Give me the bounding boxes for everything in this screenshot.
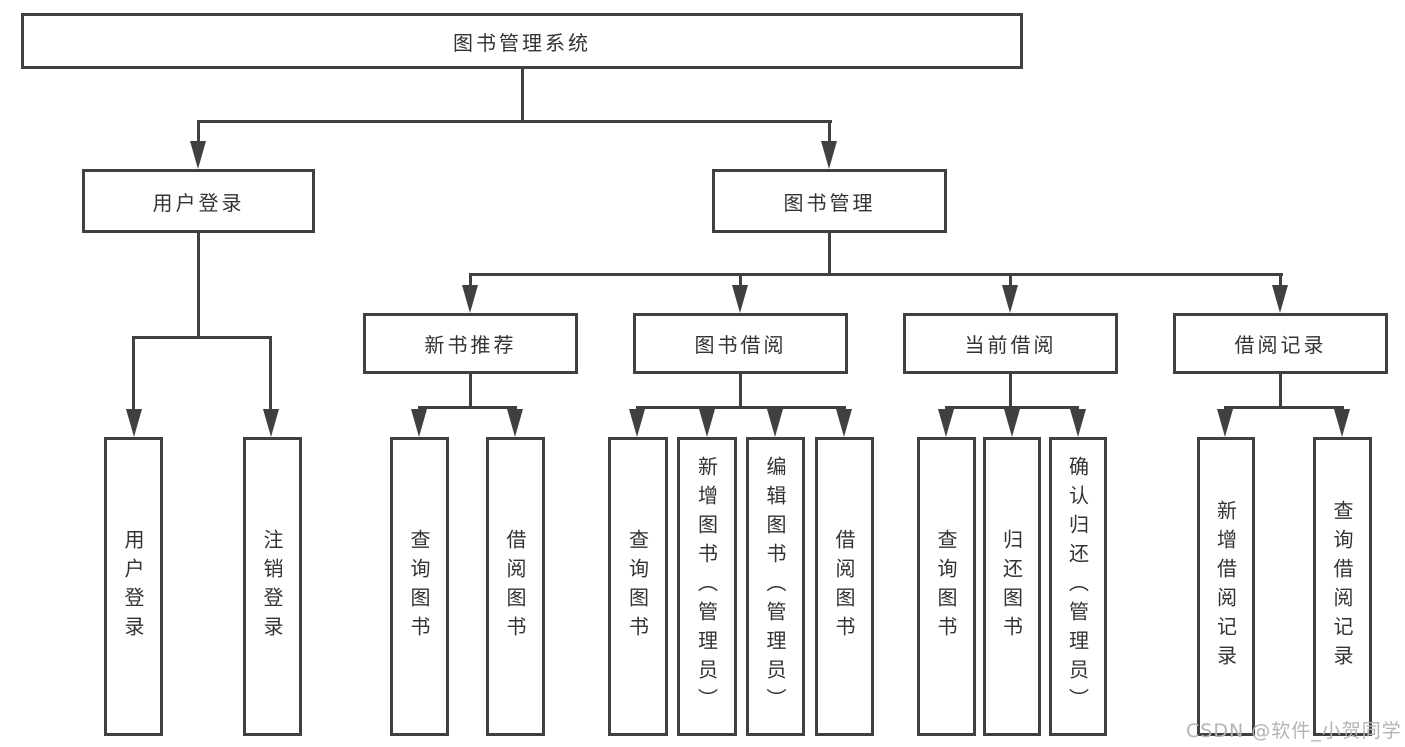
leaf-logout: 注销登录 <box>243 437 302 736</box>
leaf-label: 查询图书 <box>407 528 431 645</box>
connector-line <box>269 336 272 412</box>
arrow-down-icon <box>699 409 715 437</box>
leaf-label: 注销登录 <box>260 528 284 645</box>
node-current-borrow: 当前借阅 <box>903 313 1118 374</box>
leaf-label: 查询图书 <box>934 528 958 645</box>
arrow-down-icon <box>1334 409 1350 437</box>
arrow-down-icon <box>1002 285 1018 313</box>
connector-line <box>1279 273 1282 288</box>
arrow-down-icon <box>1070 409 1086 437</box>
connector-line <box>636 406 846 409</box>
leaf-add-book-admin: 新增图书（管理员） <box>677 437 737 736</box>
arrow-down-icon <box>629 409 645 437</box>
arrow-down-icon <box>767 409 783 437</box>
connector-line <box>945 406 1079 409</box>
leaf-label: 用户登录 <box>121 528 145 645</box>
connector-line <box>197 120 832 123</box>
connector-line <box>132 336 135 412</box>
connector-line <box>418 406 517 409</box>
arrow-down-icon <box>1004 409 1020 437</box>
leaf-label: 编辑图书（管理员） <box>763 456 787 717</box>
node-book-borrow: 图书借阅 <box>633 313 848 374</box>
connector-line <box>828 233 831 276</box>
leaf-label: 借阅图书 <box>832 528 856 645</box>
arrow-down-icon <box>507 409 523 437</box>
connector-line <box>197 233 200 339</box>
connector-line <box>469 273 1283 276</box>
node-user-login: 用户登录 <box>82 169 315 233</box>
leaf-confirm-return-admin: 确认归还（管理员） <box>1049 437 1107 736</box>
node-book-management: 图书管理 <box>712 169 947 233</box>
connector-line <box>739 374 742 409</box>
connector-line <box>197 120 200 144</box>
arrow-down-icon <box>1217 409 1233 437</box>
leaf-borrow-books-recommend: 借阅图书 <box>486 437 545 736</box>
connector-line <box>469 273 472 288</box>
node-library-management-system: 图书管理系统 <box>21 13 1023 69</box>
node-new-book-recommend: 新书推荐 <box>363 313 578 374</box>
arrow-down-icon <box>411 409 427 437</box>
connector-line <box>1009 374 1012 409</box>
connector-line <box>521 69 524 123</box>
leaf-user-login: 用户登录 <box>104 437 163 736</box>
leaf-label: 归还图书 <box>999 528 1024 645</box>
connector-line <box>1224 406 1344 409</box>
leaf-query-books-current: 查询图书 <box>917 437 976 736</box>
leaf-label: 借阅图书 <box>503 528 527 645</box>
arrow-down-icon <box>836 409 852 437</box>
leaf-label: 新增图书（管理员） <box>694 456 719 717</box>
leaf-borrow-books: 借阅图书 <box>815 437 874 736</box>
node-borrow-records: 借阅记录 <box>1173 313 1388 374</box>
arrow-down-icon <box>938 409 954 437</box>
leaf-query-borrow-record: 查询借阅记录 <box>1313 437 1372 736</box>
connector-line <box>132 336 272 339</box>
leaf-add-borrow-record: 新增借阅记录 <box>1197 437 1255 736</box>
leaf-label: 查询图书 <box>625 528 650 645</box>
leaf-edit-book-admin: 编辑图书（管理员） <box>746 437 805 736</box>
leaf-return-book: 归还图书 <box>983 437 1041 736</box>
arrow-down-icon <box>1272 285 1288 313</box>
connector-line <box>739 273 742 288</box>
arrow-down-icon <box>263 409 279 437</box>
connector-line <box>828 120 831 144</box>
arrow-down-icon <box>462 285 478 313</box>
arrow-down-icon <box>126 409 142 437</box>
leaf-label: 确认归还（管理员） <box>1065 456 1090 717</box>
arrow-down-icon <box>190 141 206 169</box>
connector-line <box>469 374 472 409</box>
watermark: CSDN @软件_小贺同学 <box>1186 720 1402 742</box>
arrow-down-icon <box>821 141 837 169</box>
leaf-label: 查询借阅记录 <box>1330 499 1354 674</box>
arrow-down-icon <box>732 285 748 313</box>
connector-line <box>1279 374 1282 409</box>
leaf-query-books-recommend: 查询图书 <box>390 437 449 736</box>
leaf-query-books-borrow: 查询图书 <box>608 437 668 736</box>
connector-line <box>1009 273 1012 288</box>
leaf-label: 新增借阅记录 <box>1213 499 1238 674</box>
